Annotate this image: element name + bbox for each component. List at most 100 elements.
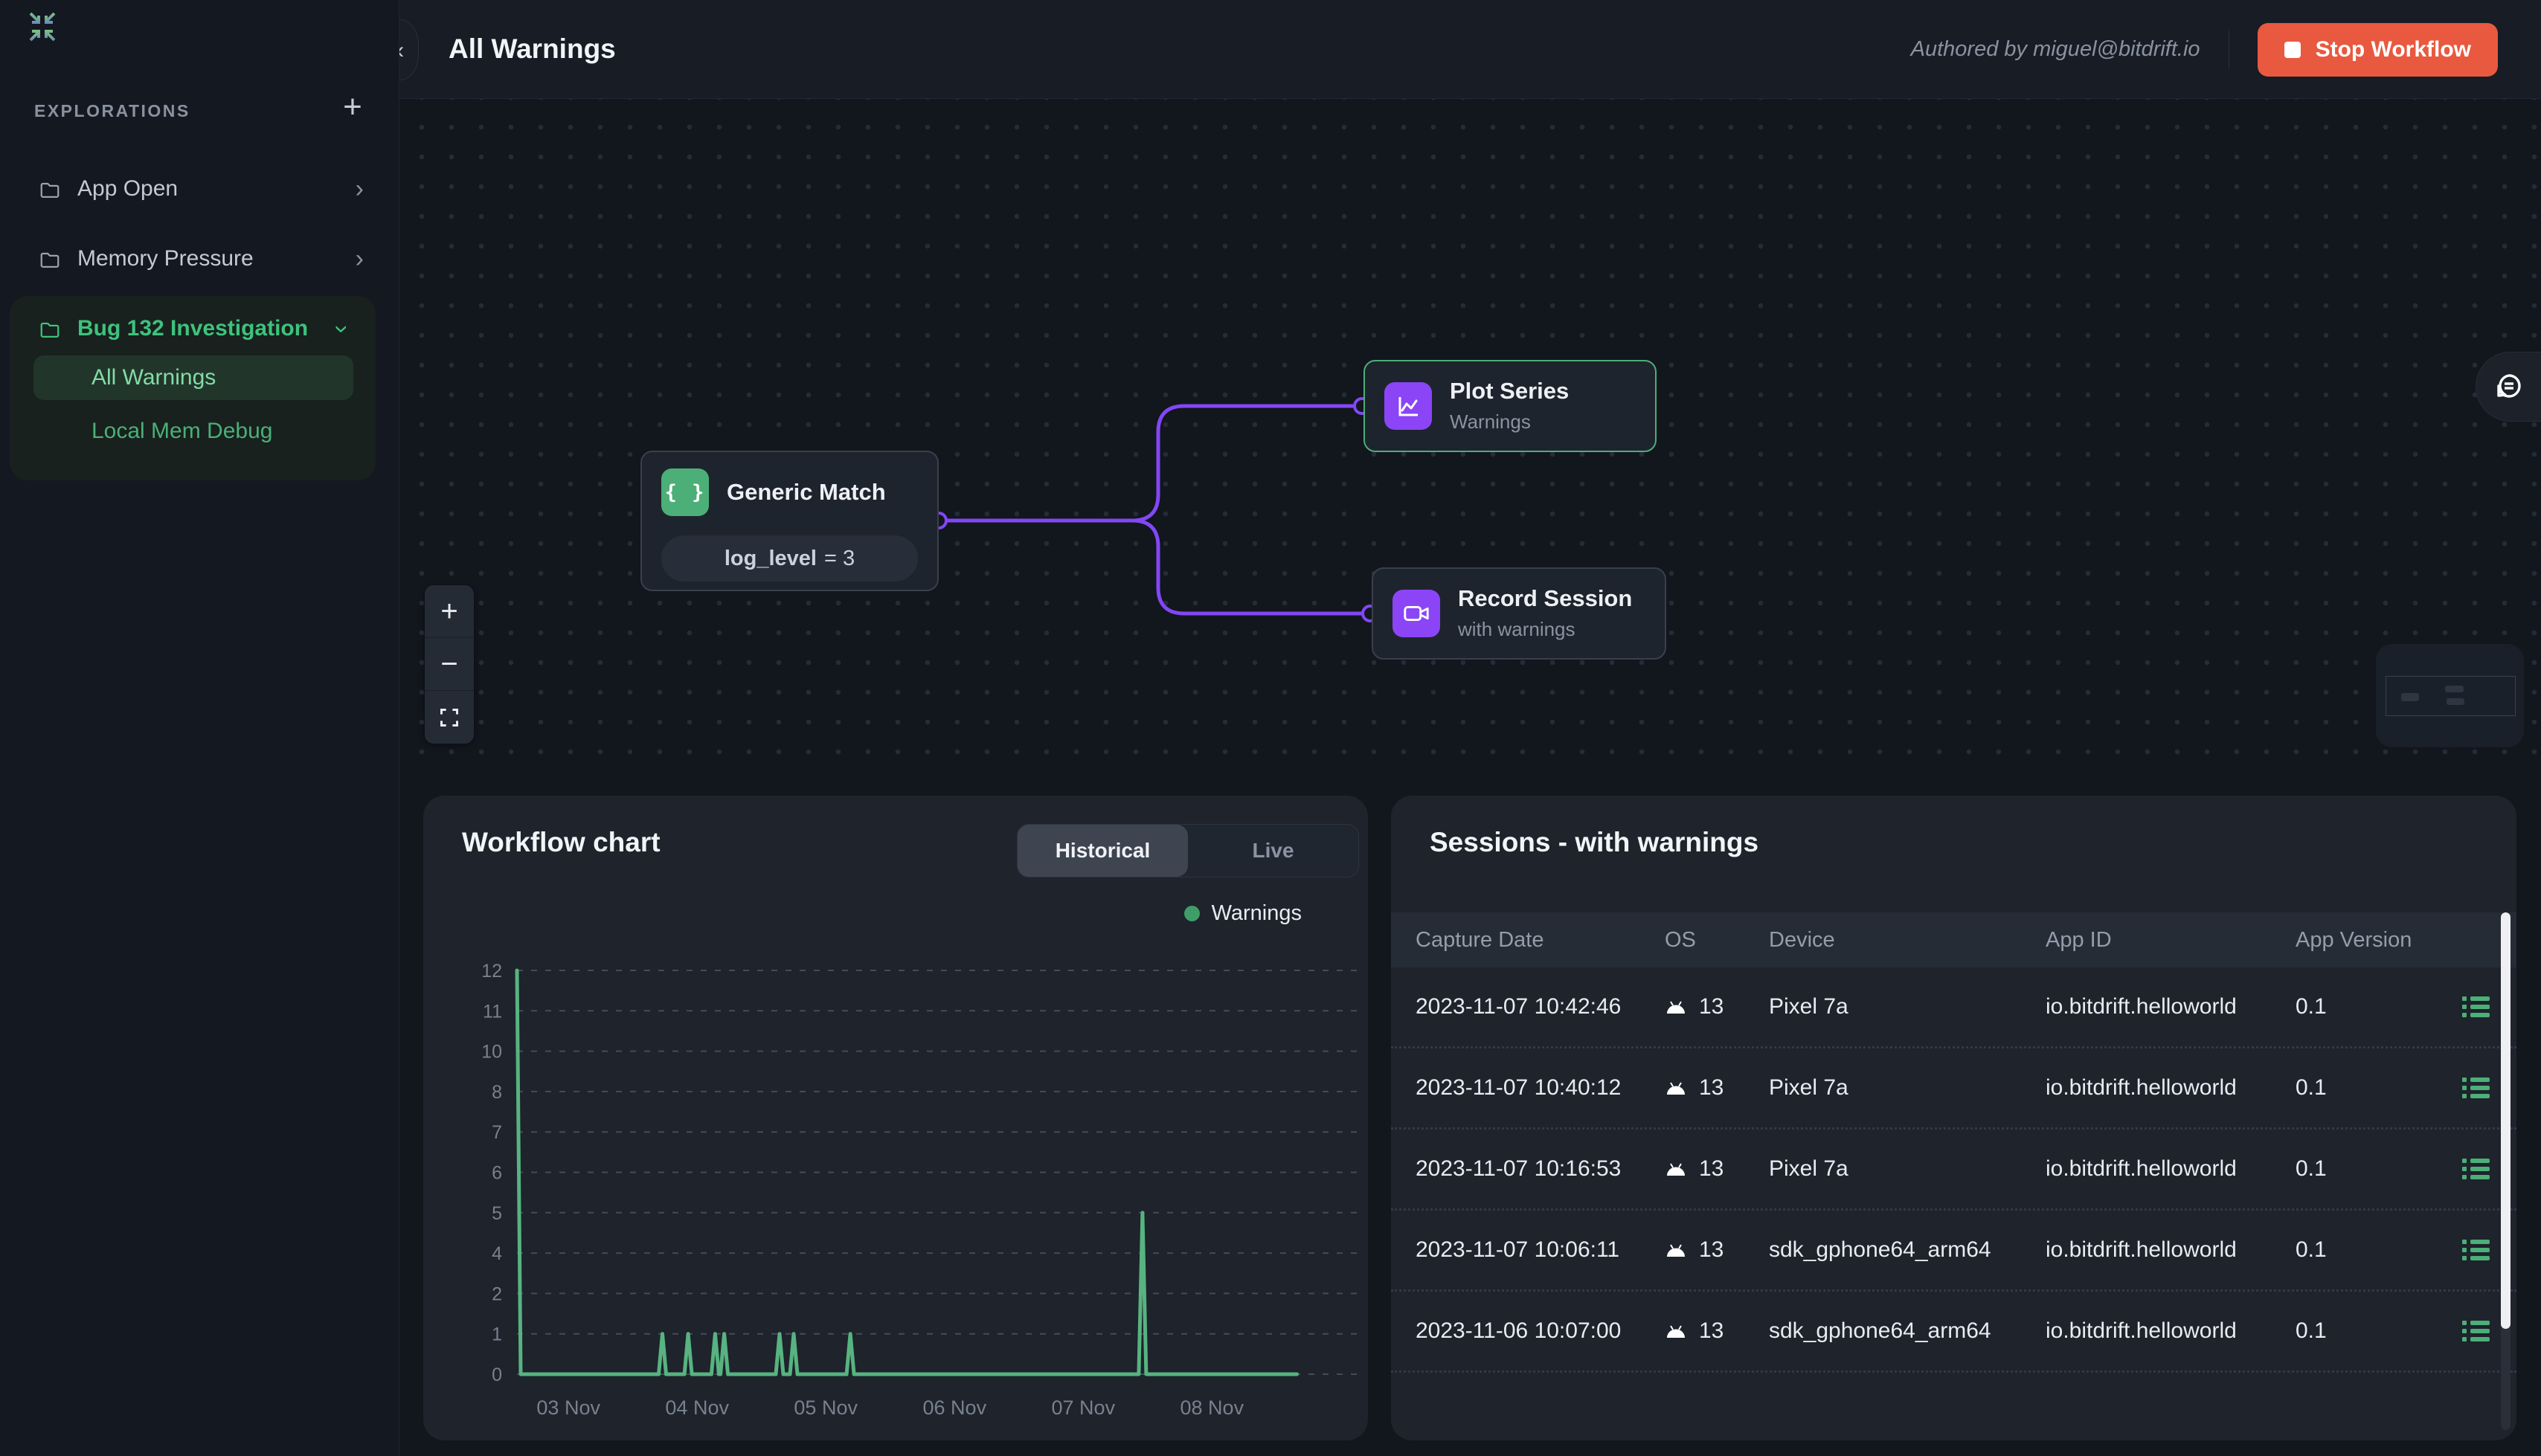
- cell-app-id: io.bitdrift.helloworld: [2046, 1156, 2237, 1181]
- cell-os: 13: [1665, 1156, 1769, 1182]
- cell-app-version: 0.1: [2296, 994, 2327, 1019]
- cell-app-id: io.bitdrift.helloworld: [2046, 1075, 2237, 1100]
- svg-text:12: 12: [481, 961, 502, 982]
- sessions-scrollbar-thumb[interactable]: [2501, 912, 2511, 1329]
- session-logs-button[interactable]: [2462, 1075, 2492, 1101]
- add-exploration-button[interactable]: +: [343, 88, 362, 125]
- stop-workflow-label: Stop Workflow: [2315, 36, 2471, 62]
- cell-app-id: io.bitdrift.helloworld: [2046, 1318, 2237, 1343]
- sessions-panel: Sessions - with warnings Capture Date OS…: [1391, 796, 2516, 1440]
- sidebar-item-label: All Warnings: [91, 365, 216, 390]
- chart-panel-title: Workflow chart: [462, 827, 661, 857]
- list-icon: [2462, 996, 2490, 1017]
- folder-icon: [39, 319, 61, 339]
- cell-capture-date: 2023-11-07 10:06:11: [1416, 1237, 1620, 1262]
- node-title: Generic Match: [727, 479, 886, 505]
- zoom-in-button[interactable]: +: [425, 585, 474, 638]
- braces-icon: { }: [661, 468, 709, 516]
- fit-view-button[interactable]: [425, 691, 474, 744]
- workflow-canvas[interactable]: { } Generic Match log_level = 3 Plot Ser…: [399, 99, 2541, 772]
- table-row[interactable]: 2023-11-07 10:06:11 13 sdk_gphone64_arm6…: [1391, 1211, 2516, 1292]
- session-logs-button[interactable]: [2462, 994, 2492, 1019]
- chart-legend: Warnings: [1183, 901, 1302, 926]
- cell-os: 13: [1665, 994, 1769, 1019]
- bitdrift-logo-icon[interactable]: [25, 9, 60, 45]
- svg-text:8: 8: [492, 1082, 502, 1103]
- sidebar-item-label: Memory Pressure: [77, 246, 254, 271]
- minimap-node: [2445, 686, 2464, 692]
- svg-text:6: 6: [492, 1163, 502, 1184]
- table-row[interactable]: 2023-11-07 10:16:53 13 Pixel 7a io.bitdr…: [1391, 1130, 2516, 1211]
- topbar-right: Authored by miguel@bitdrift.io Stop Work…: [1911, 0, 2498, 99]
- stop-square-icon: [2284, 41, 2301, 58]
- chart-mode-tabs: Historical Live: [1017, 824, 1359, 877]
- sidebar: EXPLORATIONS + App Open › Memory Pressur…: [0, 0, 399, 1456]
- canvas-zoom-controls: + −: [425, 585, 474, 744]
- node-subtitle: with warnings: [1458, 618, 1575, 640]
- node-title: Record Session: [1458, 585, 1633, 611]
- sidebar-item-all-warnings[interactable]: All Warnings: [33, 355, 353, 400]
- os-version: 13: [1699, 1318, 1724, 1343]
- column-header-os: OS: [1665, 927, 1696, 952]
- folder-icon: [39, 179, 61, 199]
- minimap-node: [2401, 693, 2419, 701]
- node-record-session[interactable]: Record Session with warnings: [1372, 567, 1666, 660]
- page-title: All Warnings: [449, 33, 616, 64]
- android-icon: [1667, 1324, 1685, 1338]
- sidebar-item-local-mem-debug[interactable]: Local Mem Debug: [33, 409, 353, 454]
- sidebar-item-label: Bug 132 Investigation: [77, 316, 309, 341]
- svg-text:5: 5: [492, 1203, 502, 1224]
- canvas-minimap[interactable]: [2376, 644, 2524, 747]
- cell-os: 13: [1665, 1237, 1769, 1263]
- tab-historical[interactable]: Historical: [1018, 825, 1188, 877]
- os-version: 13: [1699, 1156, 1724, 1181]
- minimap-node: [2447, 698, 2464, 705]
- column-header-app-id: App ID: [2046, 927, 2112, 952]
- condition-value: = 3: [824, 546, 855, 570]
- svg-text:10: 10: [481, 1042, 502, 1063]
- node-generic-match[interactable]: { } Generic Match log_level = 3: [640, 451, 939, 591]
- cell-device: Pixel 7a: [1769, 1156, 1848, 1181]
- session-logs-button[interactable]: [2462, 1156, 2492, 1182]
- svg-text:1: 1: [492, 1324, 502, 1345]
- list-icon: [2462, 1159, 2490, 1179]
- session-logs-button[interactable]: [2462, 1237, 2492, 1263]
- sidebar-group-bug-132: Bug 132 Investigation › All Warnings Loc…: [10, 296, 376, 480]
- authored-by-label: Authored by miguel@bitdrift.io: [1910, 37, 2200, 61]
- table-row[interactable]: 2023-11-07 10:40:12 13 Pixel 7a io.bitdr…: [1391, 1048, 2516, 1130]
- list-icon: [2462, 1321, 2490, 1341]
- sidebar-item-label: App Open: [77, 176, 179, 201]
- session-logs-button[interactable]: [2462, 1318, 2492, 1344]
- sessions-scrollbar[interactable]: [2501, 912, 2511, 1430]
- node-plot-series[interactable]: Plot Series Warnings: [1363, 360, 1657, 452]
- os-version: 13: [1699, 1237, 1724, 1262]
- cell-device: Pixel 7a: [1769, 1075, 1848, 1100]
- column-header-app-version: App Version: [2296, 927, 2412, 952]
- legend-dot-warnings: [1183, 906, 1200, 921]
- table-row[interactable]: 2023-11-07 10:42:46 13 Pixel 7a io.bitdr…: [1391, 967, 2516, 1048]
- svg-text:2: 2: [492, 1283, 502, 1304]
- line-chart-icon: [1384, 381, 1432, 430]
- sidebar-item-label: Local Mem Debug: [91, 419, 273, 443]
- list-icon: [2462, 1077, 2490, 1098]
- svg-text:05 Nov: 05 Nov: [794, 1397, 858, 1419]
- sidebar-item-memory-pressure[interactable]: Memory Pressure ›: [0, 235, 399, 283]
- tab-live[interactable]: Live: [1252, 839, 1294, 862]
- chat-button[interactable]: [2476, 352, 2541, 422]
- sidebar-item-bug-132-investigation[interactable]: Bug 132 Investigation ›: [10, 306, 376, 351]
- table-row[interactable]: 2023-11-06 10:07:00 13 sdk_gphone64_arm6…: [1391, 1292, 2516, 1373]
- svg-text:07 Nov: 07 Nov: [1052, 1397, 1116, 1419]
- svg-text:7: 7: [492, 1122, 502, 1143]
- cell-capture-date: 2023-11-06 10:07:00: [1416, 1318, 1622, 1343]
- stop-workflow-button[interactable]: Stop Workflow: [2257, 22, 2498, 77]
- topbar: ‹ All Warnings Authored by miguel@bitdri…: [382, 0, 2541, 99]
- minimap-viewport: [2386, 676, 2516, 716]
- sidebar-item-app-open[interactable]: App Open ›: [0, 165, 399, 213]
- sessions-table-body: 2023-11-07 10:42:46 13 Pixel 7a io.bitdr…: [1391, 967, 2516, 1373]
- condition-key: log_level: [724, 546, 817, 570]
- svg-text:08 Nov: 08 Nov: [1180, 1397, 1244, 1419]
- node-title: Plot Series: [1450, 378, 1570, 404]
- video-camera-icon: [1392, 589, 1440, 637]
- zoom-out-button[interactable]: −: [425, 638, 474, 691]
